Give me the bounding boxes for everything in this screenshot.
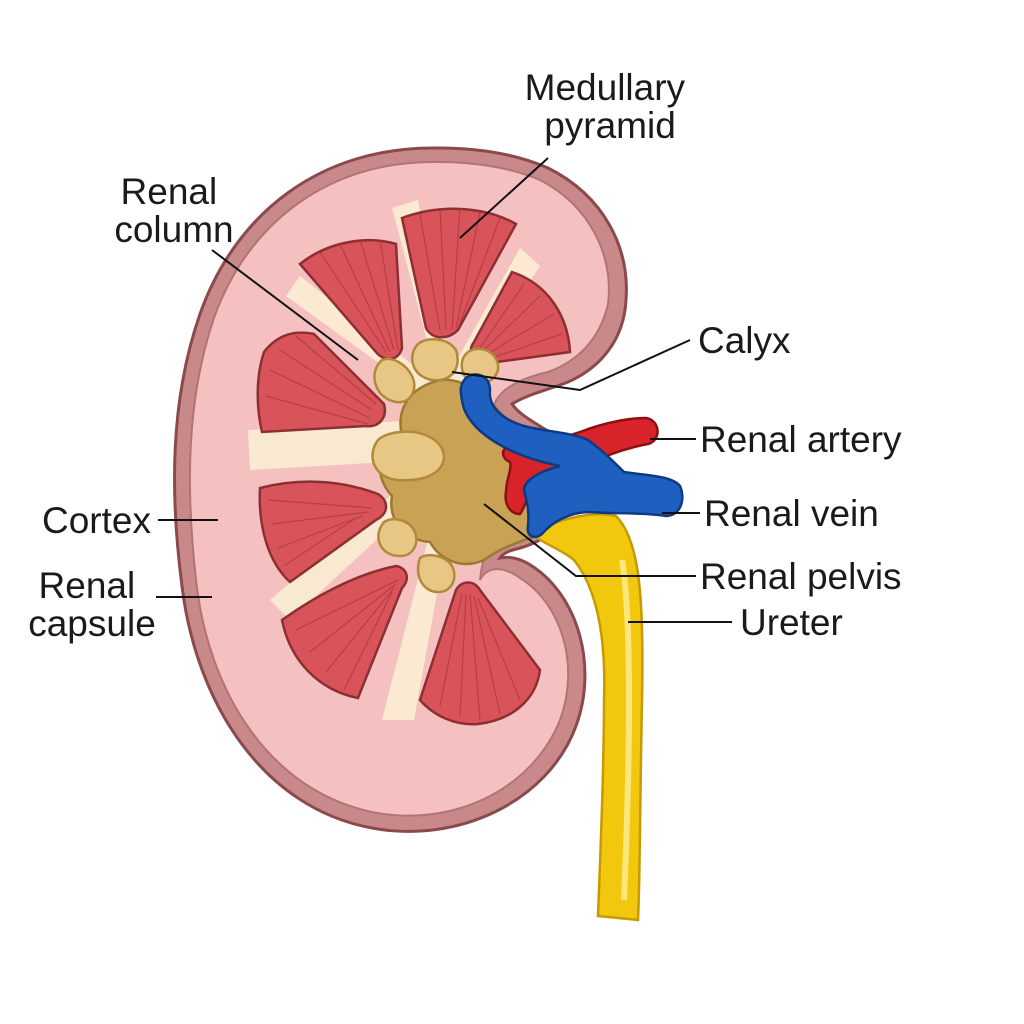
- label-ureter: Ureter: [740, 602, 843, 643]
- leader-medullary-pyramid: [459, 157, 549, 239]
- labels: Medullary pyramid Renal column Calyx Ren…: [28, 67, 902, 644]
- leader-renal-column: [211, 249, 359, 361]
- pyramid-striations: [265, 207, 563, 721]
- label-renal-column: Renal column: [114, 171, 233, 250]
- calyces: [371, 337, 500, 594]
- pyramid-6: [280, 564, 409, 700]
- label-cortex: Cortex: [42, 500, 151, 541]
- calyx-6: [416, 554, 456, 594]
- ureter-highlight: [619, 559, 632, 901]
- renal-vein-shape: [459, 373, 684, 538]
- calyx-4: [371, 430, 446, 482]
- leader-renal-pelvis: [483, 503, 696, 577]
- calyx-2: [373, 357, 416, 404]
- label-renal-vein: Renal vein: [704, 493, 879, 534]
- leader-lines: [156, 157, 732, 623]
- label-renal-artery: Renal artery: [700, 419, 902, 460]
- leader-calyx: [451, 339, 691, 392]
- calyx-1: [410, 337, 459, 382]
- label-calyx: Calyx: [698, 320, 791, 361]
- calyx-5: [377, 518, 418, 558]
- pyramid-7: [418, 581, 542, 726]
- label-medullary-pyramid: Medullary pyramid: [525, 67, 696, 146]
- pyramid-1: [400, 207, 518, 339]
- pyramid-4: [256, 331, 387, 434]
- medullary-pyramids: [256, 207, 572, 726]
- ureter-shape: [527, 512, 644, 922]
- label-renal-pelvis: Renal pelvis: [700, 556, 902, 597]
- label-renal-capsule: Renal capsule: [28, 565, 156, 644]
